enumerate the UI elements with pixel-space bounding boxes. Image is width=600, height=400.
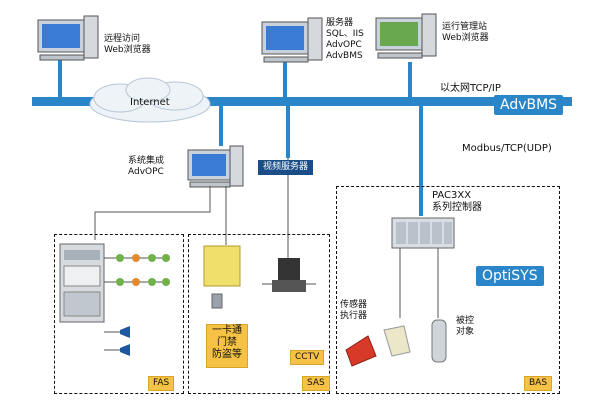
controlled-object-cylinder <box>431 319 447 363</box>
sas-label: SAS <box>302 376 330 391</box>
server-pc-label: 服务器 SQL、IIS AdvOPC AdvBMS <box>326 18 364 61</box>
drop-integration <box>219 104 223 146</box>
sensor-actuator-label: 传感器 执行器 <box>340 300 368 321</box>
integration-pc-label: 系统集成 AdvOPC <box>128 156 165 177</box>
ethernet-label: 以太网TCP/IP <box>440 83 501 94</box>
actuator-devices <box>345 325 411 367</box>
sas-box <box>188 234 330 394</box>
cctv-label: CCTV <box>290 350 325 365</box>
modbus-label: Modbus/TCP(UDP) <box>462 143 552 154</box>
optisys-badge: OptiSYS <box>476 266 544 286</box>
fas-label: FAS <box>148 376 175 391</box>
computer-icon <box>261 17 323 63</box>
computer-icon <box>375 13 437 59</box>
drop-ops <box>408 62 412 100</box>
drop-video <box>286 104 290 158</box>
internet-cloud <box>89 77 211 123</box>
pac-controller-label: PAC3XX 系列控制器 <box>432 190 482 213</box>
cctv-equipment <box>262 258 316 292</box>
fas-box <box>54 234 184 394</box>
drop-pac <box>419 104 423 216</box>
bas-box <box>336 186 560 394</box>
computer-icon <box>37 15 99 61</box>
drop-server <box>283 62 287 100</box>
fas-devices <box>104 254 170 356</box>
access-control-label: 一卡通 门禁 防盗等 <box>206 324 248 368</box>
video-server-label: 视频服务器 <box>258 160 314 175</box>
controlled-object-label: 被控 对象 <box>456 316 475 337</box>
drop-remote <box>58 60 62 100</box>
internet-label: Internet <box>130 97 170 108</box>
line-to-fas <box>94 186 211 240</box>
computer-icon <box>187 145 244 188</box>
access-control-panel <box>203 245 241 309</box>
remote-pc-label: 远程访问 Web浏览器 <box>104 34 151 55</box>
ops-pc-label: 运行管理站 Web浏览器 <box>442 22 489 43</box>
ethernet-bus <box>32 97 572 106</box>
pac-controller-rack <box>391 217 455 249</box>
bas-label: BAS <box>524 376 553 391</box>
advbms-badge: AdvBMS <box>494 95 564 115</box>
fire-alarm-panel <box>59 243 105 323</box>
